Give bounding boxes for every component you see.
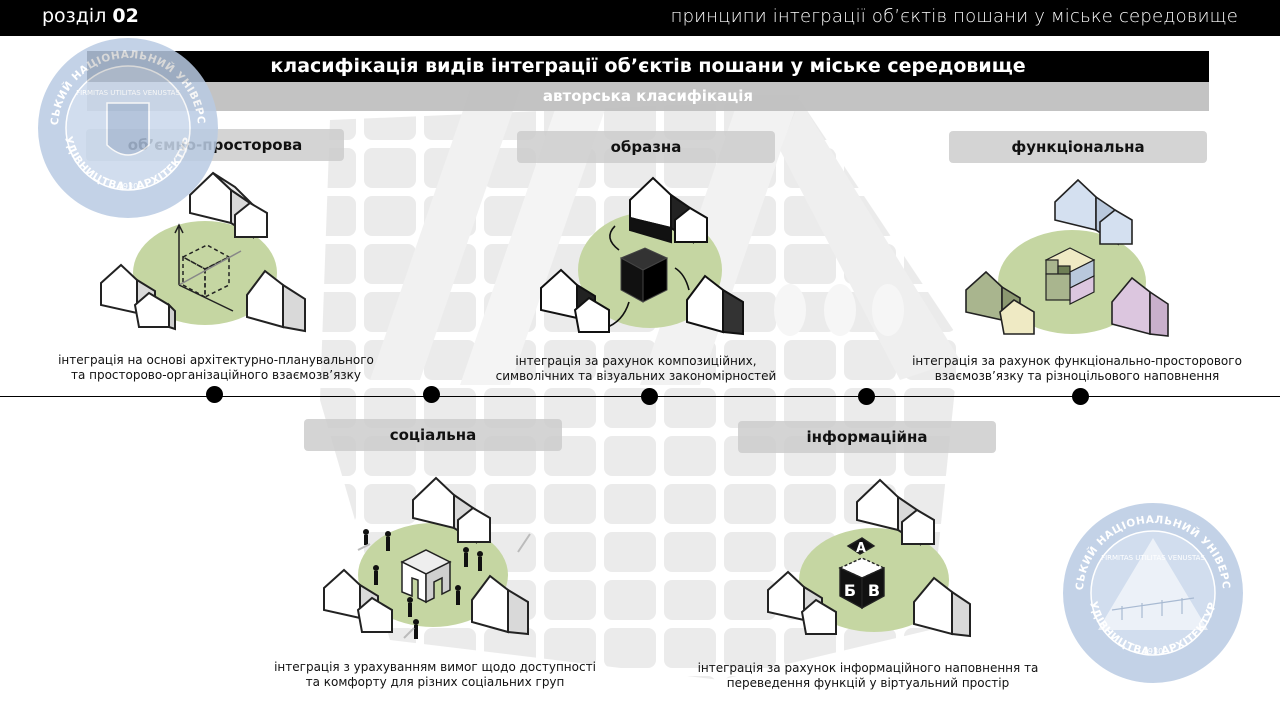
category-description-volumetric: інтеграція на основі архітектурно-планув… <box>58 353 374 382</box>
category-description-informational: інтеграція за рахунок інформаційного нап… <box>697 661 1039 690</box>
seal-year: 1930 <box>118 182 138 191</box>
functional-integration-illustration <box>965 178 1169 337</box>
category-description-functional: інтеграція за рахунок функціонально-прос… <box>912 354 1242 383</box>
page-title: класифікація видів інтеграції об’єктів п… <box>87 51 1209 82</box>
category-label-functional: функціональна <box>949 131 1207 163</box>
university-seal-top-left: КИЇВСЬКИЙ НАЦІОНАЛЬНИЙ УНІВЕРСИТЕТ БУДІВ… <box>37 37 218 218</box>
seal-motto: FIRMITAS UTILITAS VENUSTAS <box>76 89 180 97</box>
volumetric-integration-illustration <box>100 171 306 333</box>
seal-shield-icon <box>106 102 150 156</box>
category-label-social: соціальна <box>304 419 562 451</box>
timeline-axis <box>0 396 1280 397</box>
category-label-informational: інформаційна <box>738 421 996 453</box>
page-subtitle: авторська класифікація <box>87 82 1209 111</box>
cube-letter-v: В <box>868 581 880 600</box>
section-word: розділ <box>42 5 107 27</box>
cube-letter-b: Б <box>844 581 856 600</box>
seal-triangle-icon <box>1098 538 1208 630</box>
timeline-dot-social <box>423 386 440 403</box>
timeline-dot-informational <box>858 388 875 405</box>
section-number: 02 <box>112 5 139 27</box>
seal-year-2: 1930 <box>1143 647 1163 656</box>
social-integration-illustration <box>323 476 531 639</box>
informational-integration-illustration: А Б В <box>767 478 971 638</box>
university-seal-bottom-right: КИЇВСЬКИЙ НАЦІОНАЛЬНИЙ УНІВЕРСИТЕТ БУДІВ… <box>1062 502 1243 683</box>
timeline-dot-figurative <box>641 388 658 405</box>
category-label-figurative: образна <box>517 131 775 163</box>
category-description-figurative: інтеграція за рахунок композиційних, сим… <box>495 354 777 383</box>
top-header-bar: розділ 02 принципи інтеграції об’єктів п… <box>0 0 1280 36</box>
category-description-social: інтеграція з урахуванням вимог щодо дост… <box>274 660 596 689</box>
section-topic: принципи інтеграції об’єктів пошани у мі… <box>670 6 1238 27</box>
section-indicator: розділ 02 <box>42 5 139 27</box>
cube-letter-a: А <box>856 541 866 556</box>
figurative-integration-illustration <box>540 176 744 336</box>
timeline-dot-functional <box>1072 388 1089 405</box>
timeline-dot-volumetric <box>206 386 223 403</box>
